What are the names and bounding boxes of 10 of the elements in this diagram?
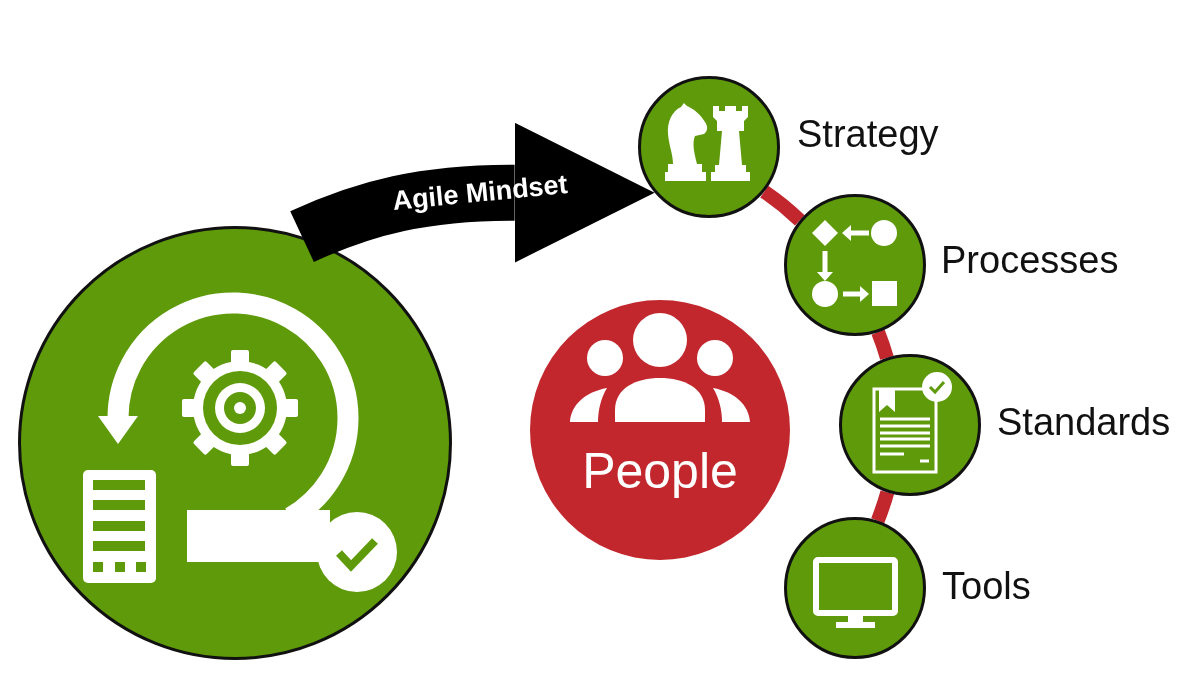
node-label: Standards — [997, 403, 1171, 441]
node-label: People — [582, 446, 738, 496]
node-label: Tools — [942, 567, 1031, 605]
connector-line — [871, 329, 894, 360]
connector-line — [760, 185, 805, 226]
block-arrow — [290, 122, 655, 263]
connector-line — [871, 490, 894, 524]
node-label: Processes — [941, 241, 1119, 279]
node-label: Strategy — [797, 115, 939, 153]
edge-label: Agile Mindset — [390, 171, 569, 216]
